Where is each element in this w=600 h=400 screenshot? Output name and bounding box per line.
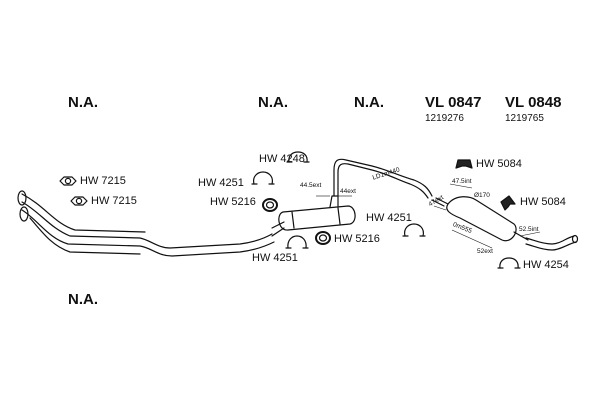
- part-label-clamp: HW 4251: [366, 212, 412, 224]
- part-label-ring: HW 5216: [334, 233, 380, 245]
- dimension-label: 52ext: [477, 248, 493, 255]
- dimension-label: Ø170: [474, 192, 490, 199]
- rubber-ring-icon: [262, 198, 278, 212]
- na-label: N.A.: [68, 291, 98, 308]
- intermediate-pipe: [333, 158, 433, 199]
- part-label-clamp: HW 4251: [198, 177, 244, 189]
- hanger-icon: [455, 159, 473, 169]
- clamp-icon: [286, 151, 310, 163]
- part-label-gasket: HW 7215: [80, 175, 126, 187]
- part-label-clamp: HW 4248: [259, 153, 305, 165]
- na-label: N.A.: [354, 94, 384, 111]
- gasket-icon: [70, 196, 88, 206]
- front-pipe: [17, 190, 275, 257]
- model-name: VL 0848: [505, 94, 562, 111]
- clamp-icon: [251, 171, 275, 185]
- part-label-ring: HW 5216: [210, 196, 256, 208]
- model-code: 1219276: [425, 113, 464, 124]
- dimension-label: 47.5int: [452, 178, 472, 185]
- gasket-icon: [59, 176, 77, 186]
- dimension-label: 52.5int: [519, 226, 539, 233]
- na-label: N.A.: [68, 94, 98, 111]
- model-name: VL 0847: [425, 94, 482, 111]
- part-label-gasket: HW 7215: [91, 195, 137, 207]
- dimension-label: 44ext: [340, 188, 356, 195]
- tail-pipe: [525, 234, 579, 251]
- model-code: 1219765: [505, 113, 544, 124]
- part-label-hanger: HW 5084: [476, 158, 522, 170]
- part-label-hanger: HW 5084: [520, 196, 566, 208]
- rubber-ring-icon: [315, 231, 331, 245]
- dimension-label: 44.5ext: [300, 182, 322, 189]
- na-label: N.A.: [258, 94, 288, 111]
- clamp-icon: [402, 223, 426, 237]
- part-label-clamp: HW 4251: [252, 252, 298, 264]
- part-label-clamp: HW 4254: [523, 259, 569, 271]
- clamp-icon: [285, 235, 309, 249]
- centre-silencer: [271, 195, 356, 237]
- clamp-icon: [497, 257, 521, 269]
- hanger-icon: [500, 195, 516, 211]
